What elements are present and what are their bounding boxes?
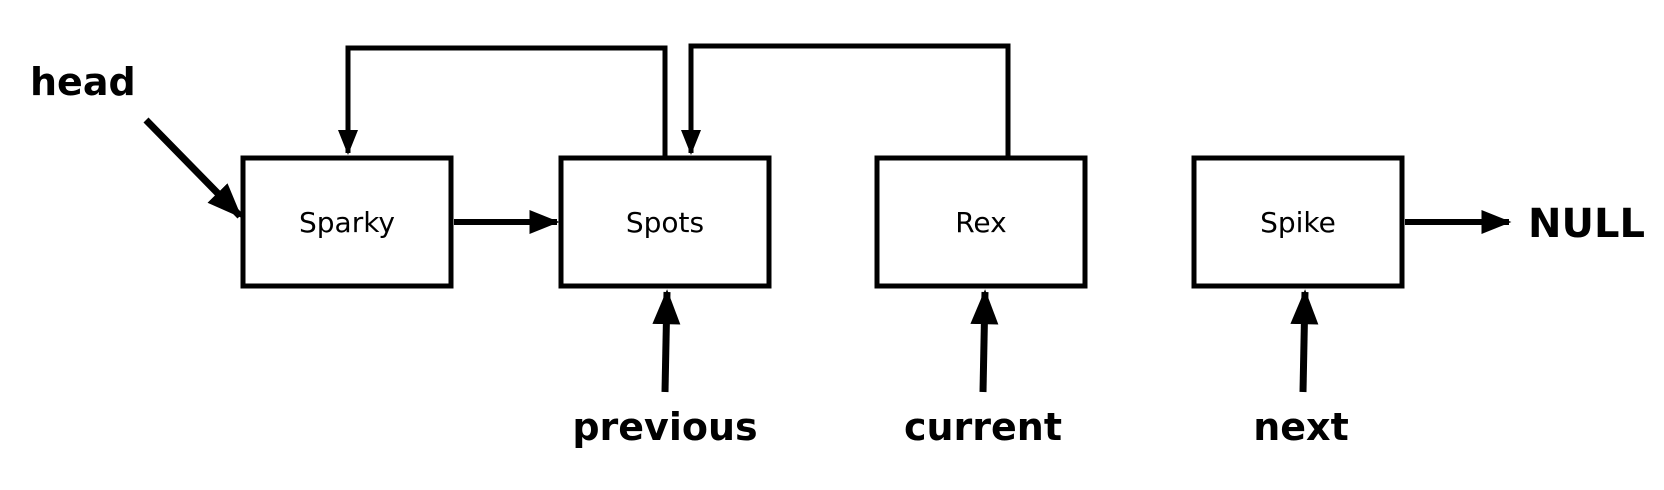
pointer-arrow-current — [970, 289, 999, 393]
node-spike-label: Spike — [1260, 206, 1336, 239]
pointer-label-head: head — [30, 60, 136, 104]
pointer-arrow-next — [1290, 289, 1319, 393]
pointer-label-current: current — [904, 405, 1062, 449]
node-sparky-box — [240, 155, 454, 289]
pointer-label-previous: previous — [572, 405, 757, 449]
pointer-label-next: next — [1253, 405, 1349, 449]
node-sparky-label: Sparky — [299, 206, 395, 239]
pointer-arrow-head — [143, 117, 243, 219]
node-spike-box — [1191, 155, 1405, 289]
node-rex: Rex — [874, 155, 1088, 289]
node-spots-label: Spots — [626, 206, 704, 239]
null-label: NULL — [1528, 201, 1645, 247]
node-rex-box — [874, 155, 1088, 289]
node-spike: Spike — [1191, 155, 1405, 289]
node-spots-box — [558, 155, 772, 289]
link-spots-to-sparky — [338, 45, 668, 157]
node-rex-label: Rex — [955, 206, 1007, 239]
link-rex-to-spots — [681, 43, 1011, 157]
pointer-arrow-previous — [652, 289, 681, 393]
node-sparky: Sparky — [240, 155, 454, 289]
node-spots: Spots — [558, 155, 772, 289]
